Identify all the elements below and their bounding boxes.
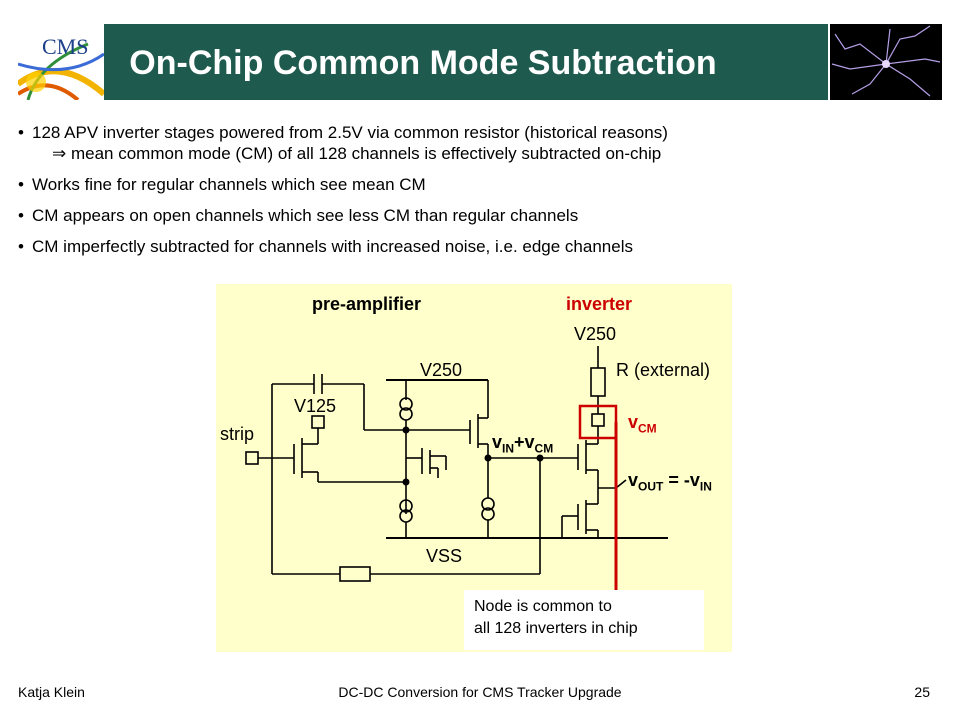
bullet-item: • 128 APV inverter stages powered from 2… [18, 122, 938, 164]
v250-top-label: V250 [574, 324, 617, 344]
bullet-text: CM imperfectly subtracted for channels w… [32, 237, 633, 256]
preamp-label: pre-amplifier [312, 294, 422, 314]
bullet-item: • CM imperfectly subtracted for channels… [18, 236, 938, 257]
vout-label: vOUT = -vIN [628, 470, 712, 494]
bullet-item: • Works fine for regular channels which … [18, 174, 938, 195]
footer-page-number: 25 [914, 684, 930, 700]
vcm-label: vCM [628, 412, 657, 436]
vss-label: VSS [426, 546, 463, 566]
strip-label: strip [220, 424, 255, 444]
note-line-2: all 128 inverters in chip [474, 620, 638, 637]
title-bar: On-Chip Common Mode Subtraction [18, 24, 828, 100]
bullet-list: • 128 APV inverter stages powered from 2… [18, 122, 938, 267]
note-line-1: Node is common to [474, 598, 612, 615]
v250-mid-label: V250 [420, 360, 463, 380]
common-node-note: Node is common to all 128 inverters in c… [464, 590, 704, 650]
plasma-graphic [830, 24, 942, 100]
logo-text: CMS [42, 34, 88, 59]
bullet-subtext: ⇒ mean common mode (CM) of all 128 chann… [52, 144, 662, 163]
v125-label: V125 [294, 396, 337, 416]
bullet-text: CM appears on open channels which see le… [32, 206, 579, 225]
footer-author: Katja Klein [18, 684, 85, 700]
slide-title: On-Chip Common Mode Subtraction [129, 44, 717, 82]
cms-logo-graphic: CMS [16, 24, 106, 102]
plasma-photo [830, 24, 942, 100]
cms-logo: CMS [16, 24, 106, 102]
footer-talk-title: DC-DC Conversion for CMS Tracker Upgrade [338, 684, 622, 700]
bullet-text: Works fine for regular channels which se… [32, 175, 426, 194]
r-external-label: R (external) [616, 360, 711, 380]
bullet-item: • CM appears on open channels which see … [18, 205, 938, 226]
circuit-schematic [245, 346, 668, 590]
vin-plus-vcm-label: vIN+vCM [492, 432, 554, 456]
inverter-label: inverter [566, 294, 633, 314]
bullet-text: 128 APV inverter stages powered from 2.5… [32, 123, 668, 142]
